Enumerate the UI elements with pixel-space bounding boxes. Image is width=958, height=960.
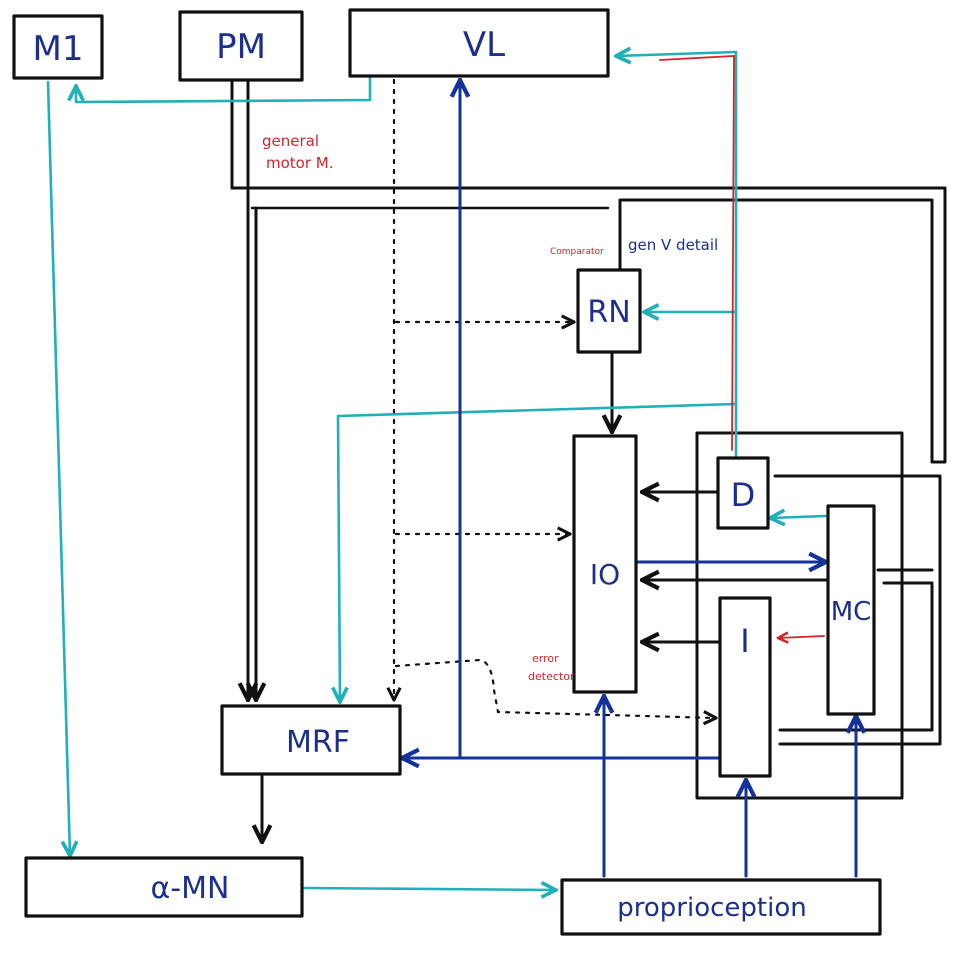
general-motor-note-line2: motor M. — [266, 154, 334, 172]
pm-node: PM — [178, 10, 304, 82]
mc-side-frame — [773, 474, 942, 746]
mrf-box — [220, 704, 402, 776]
mc-to-d-teal — [770, 516, 828, 518]
error-detector-note-line2: detector — [528, 670, 575, 683]
alpha-mn-node: α-MN — [24, 856, 304, 918]
pm-box — [178, 10, 304, 82]
error-detector-note-line1: error — [532, 652, 559, 665]
gen-v-detail-note: gen V detail — [628, 236, 718, 254]
d-label: D — [731, 476, 756, 514]
m1-to-alpha-mn-teal — [46, 80, 70, 856]
d-box — [716, 456, 770, 530]
mc-to-i-red — [778, 636, 825, 638]
d-to-vl-red — [659, 55, 735, 451]
proprioception-box — [560, 878, 882, 936]
i-label: I — [740, 622, 749, 660]
i-node: I — [718, 596, 772, 778]
m1-node: M1 — [12, 14, 104, 80]
comparator-note: Comparator — [550, 247, 604, 257]
m1-label: M1 — [33, 29, 84, 69]
alpha-mn-box — [24, 856, 304, 918]
vl-to-i-dotted — [394, 658, 716, 718]
mc-box — [826, 504, 876, 716]
pm-label: PM — [216, 27, 266, 67]
navy-pathways — [402, 80, 856, 878]
mrf-label: MRF — [286, 725, 350, 760]
vl-label: VL — [463, 25, 505, 65]
mc-label: MC — [831, 597, 872, 627]
i-box — [718, 596, 772, 778]
d-to-mrf-teal — [338, 402, 738, 702]
alpha-mn-label: α-MN — [151, 871, 230, 906]
rn-node: RN — [576, 268, 642, 354]
d-node: D — [716, 456, 770, 530]
dotted-paths — [394, 78, 716, 718]
alpha-mn-to-proprioception-teal — [302, 888, 556, 890]
black-arrows — [230, 78, 830, 842]
rn-box — [576, 268, 642, 354]
m1-box — [12, 14, 104, 80]
rn-label: RN — [587, 295, 630, 330]
teal-pathways — [46, 52, 828, 890]
general-motor-note-line1: general — [262, 132, 319, 150]
io-node: IO — [572, 434, 638, 694]
mc-node: MC — [826, 504, 876, 716]
cerebellar-frame-inner — [695, 431, 904, 800]
cerebellar-frames — [230, 186, 947, 800]
proprioception-label: proprioception — [617, 893, 806, 923]
io-label: IO — [590, 558, 620, 591]
annotations: general motor M. Comparator gen V detail… — [262, 132, 718, 683]
io-box — [572, 434, 638, 694]
d-to-vl-teal — [616, 52, 738, 458]
vl-to-m1-teal — [76, 76, 372, 104]
pm-to-rn-wire — [230, 186, 947, 464]
red-strokes — [659, 55, 825, 638]
proprioception-node: proprioception — [560, 878, 882, 936]
vl-box — [348, 8, 610, 78]
vl-node: VL — [348, 8, 610, 78]
mrf-node: MRF — [220, 704, 402, 776]
